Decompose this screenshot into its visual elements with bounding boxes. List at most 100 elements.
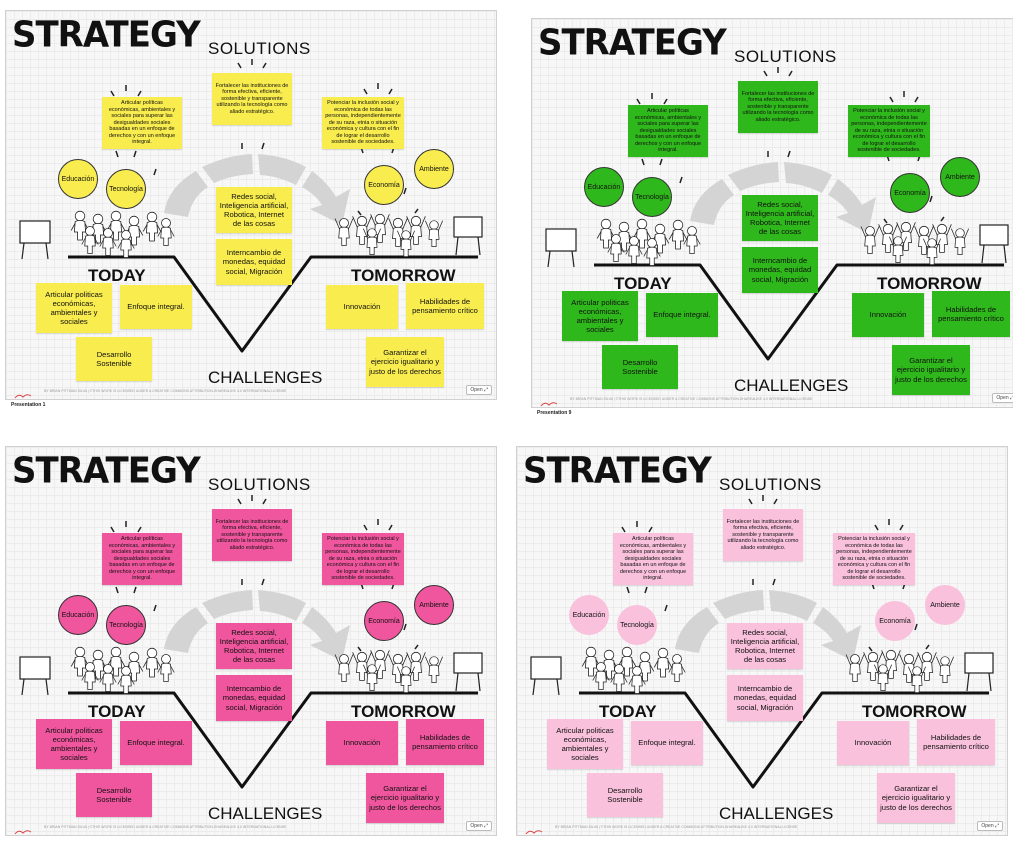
- tomorrow-group: [334, 213, 443, 257]
- cheering-person-figure: [936, 656, 954, 683]
- circle-educacion[interactable]: Educación: [58, 159, 98, 199]
- circle-tecnologia[interactable]: Tecnología: [632, 177, 672, 217]
- sticky-note-solution_right[interactable]: Potenciar la inclusión social y económic…: [848, 105, 930, 157]
- circle-tecnologia[interactable]: Tecnología: [106, 605, 146, 645]
- sticky-note-articular[interactable]: Articular politicas económicas, ambienta…: [547, 719, 623, 769]
- sticky-note-articular[interactable]: Articular politicas económicas, ambienta…: [36, 283, 112, 333]
- circle-ambiente[interactable]: Ambiente: [414, 585, 454, 625]
- sticky-note-innovacion[interactable]: Innovación: [326, 721, 398, 765]
- open-button[interactable]: Open ⤢: [992, 393, 1013, 403]
- right-whiteboard-icon: [453, 652, 483, 674]
- sticky-note-garantizar[interactable]: Garantizar el ejercicio igualitario y ju…: [877, 773, 955, 823]
- sticky-note-redes[interactable]: Redes social, Inteligencia artificial, R…: [216, 623, 292, 669]
- sticky-note-enfoque[interactable]: Enfoque integral.: [631, 721, 703, 765]
- sticky-note-solution_right[interactable]: Potenciar la inclusión social y económic…: [322, 97, 404, 149]
- circle-economia[interactable]: Economía: [364, 165, 404, 205]
- sticky-note-redes[interactable]: Redes social, Inteligencia artificial, R…: [742, 195, 818, 241]
- valley-line: [594, 263, 1004, 361]
- sticky-note-solution_left[interactable]: Articular políticas económicas, ambienta…: [102, 97, 182, 149]
- sticky-note-desarrollo[interactable]: Desarrollo Sostenible: [602, 345, 678, 389]
- person-figure: [157, 654, 175, 682]
- sticky-note-intercambio[interactable]: Interncambio de monedas, equidad social,…: [727, 675, 803, 721]
- strategy-illustration: [530, 495, 994, 789]
- cheering-person-figure: [951, 228, 969, 255]
- sticky-note-solution_center[interactable]: Fortalecer las instituciones de forma ef…: [738, 81, 818, 133]
- valley-line: [68, 691, 478, 789]
- sticky-note-solution_left[interactable]: Articular políticas económicas, ambienta…: [102, 533, 182, 585]
- person-figure: [142, 211, 162, 242]
- circle-educacion[interactable]: Educación: [58, 595, 98, 635]
- cheering-person-figure: [370, 649, 390, 679]
- circle-tecnologia[interactable]: Tecnología: [617, 605, 657, 645]
- person-figure: [70, 646, 90, 677]
- drawing-logo-icon: [540, 395, 558, 407]
- cheering-person-figure: [397, 666, 415, 693]
- solutions-label: SOLUTIONS: [208, 475, 311, 494]
- presentation-caption[interactable]: Presentation 1: [11, 402, 46, 408]
- sticky-note-solution_left[interactable]: Articular políticas económicas, ambienta…: [613, 533, 693, 585]
- sticky-note-desarrollo[interactable]: Desarrollo Sostenible: [76, 337, 152, 381]
- sticky-note-enfoque[interactable]: Enfoque integral.: [646, 293, 718, 337]
- sticky-note-articular[interactable]: Articular politicas económicas, ambienta…: [562, 291, 638, 341]
- cheering-person-figure: [388, 217, 408, 247]
- sticky-note-habilidades[interactable]: Habilidades de pensamiento crítico: [932, 291, 1010, 337]
- today-label: TODAY: [599, 702, 657, 721]
- sticky-note-desarrollo[interactable]: Desarrollo Sostenible: [76, 773, 152, 817]
- person-figure: [668, 219, 688, 250]
- sticky-note-intercambio[interactable]: Interncambio de monedas, equidad social,…: [216, 675, 292, 721]
- strategy-title: STRATEGY: [12, 14, 201, 56]
- presentation-caption[interactable]: Presentation 9: [537, 410, 572, 416]
- sticky-note-habilidades[interactable]: Habilidades de pensamiento crítico: [917, 719, 995, 765]
- sticky-note-innovacion[interactable]: Innovación: [837, 721, 909, 765]
- person-figure: [596, 218, 616, 249]
- sticky-note-garantizar[interactable]: Garantizar el ejercicio igualitario y ju…: [892, 345, 970, 395]
- sticky-note-desarrollo[interactable]: Desarrollo Sostenible: [587, 773, 663, 817]
- circle-ambiente[interactable]: Ambiente: [414, 149, 454, 189]
- sticky-note-intercambio[interactable]: Interncambio de monedas, equidad social,…: [216, 239, 292, 285]
- today-group: [581, 646, 686, 694]
- circle-economia[interactable]: Economía: [364, 601, 404, 641]
- open-button[interactable]: Open ⤢: [466, 385, 492, 395]
- sticky-note-articular[interactable]: Articular politicas económicas, ambienta…: [36, 719, 112, 769]
- person-figure: [668, 654, 686, 682]
- sticky-note-habilidades[interactable]: Habilidades de pensamiento crítico: [406, 283, 484, 329]
- sticky-note-solution_right[interactable]: Potenciar la inclusión social y económic…: [833, 533, 915, 585]
- sticky-note-garantizar[interactable]: Garantizar el ejercicio igualitario y ju…: [366, 337, 444, 387]
- person-figure: [683, 226, 701, 254]
- circle-educacion[interactable]: Educación: [584, 167, 624, 207]
- circle-educacion[interactable]: Educación: [569, 595, 609, 635]
- open-button[interactable]: Open ⤢: [977, 821, 1003, 831]
- sticky-note-redes[interactable]: Redes social, Inteligencia artificial, R…: [216, 187, 292, 233]
- sticky-note-enfoque[interactable]: Enfoque integral.: [120, 721, 192, 765]
- open-button[interactable]: Open ⤢: [466, 821, 492, 831]
- sticky-note-redes[interactable]: Redes social, Inteligencia artificial, R…: [727, 623, 803, 669]
- circle-tecnologia[interactable]: Tecnología: [106, 169, 146, 209]
- circle-economia[interactable]: Economía: [875, 601, 915, 641]
- sticky-note-intercambio[interactable]: Interncambio de monedas, equidad social,…: [742, 247, 818, 293]
- circle-ambiente[interactable]: Ambiente: [940, 157, 980, 197]
- tomorrow-label: TOMORROW: [351, 702, 456, 721]
- cheering-person-figure: [845, 654, 865, 682]
- cheering-person-figure: [370, 213, 390, 243]
- sticky-note-innovacion[interactable]: Innovación: [852, 293, 924, 337]
- sticky-note-garantizar[interactable]: Garantizar el ejercicio igualitario y ju…: [366, 773, 444, 823]
- cheering-person-figure: [878, 223, 898, 253]
- person-figure: [142, 647, 162, 678]
- solutions-label: SOLUTIONS: [719, 475, 822, 494]
- sticky-note-solution_center[interactable]: Fortalecer las instituciones de forma ef…: [212, 509, 292, 561]
- sticky-note-habilidades[interactable]: Habilidades de pensamiento crítico: [406, 719, 484, 765]
- sticky-note-solution_left[interactable]: Articular políticas económicas, ambienta…: [628, 105, 708, 157]
- sticky-note-solution_center[interactable]: Fortalecer las instituciones de forma ef…: [723, 509, 803, 561]
- sticky-note-solution_center[interactable]: Fortalecer las instituciones de forma ef…: [212, 73, 292, 125]
- sticky-note-solution_right[interactable]: Potenciar la inclusión social y económic…: [322, 533, 404, 585]
- sticky-note-innovacion[interactable]: Innovación: [326, 285, 398, 329]
- circle-economia[interactable]: Economía: [890, 173, 930, 213]
- sticky-note-enfoque[interactable]: Enfoque integral.: [120, 285, 192, 329]
- circle-ambiente[interactable]: Ambiente: [925, 585, 965, 625]
